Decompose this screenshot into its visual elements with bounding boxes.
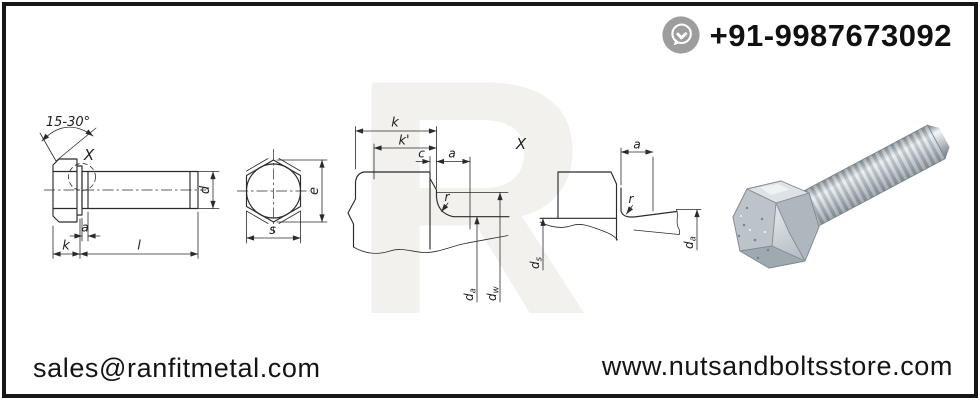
dim-dw-label: dw [485,286,502,301]
dim-c-label: c [418,147,425,161]
dim-da-label: da [682,236,699,249]
head-marking-dots [737,206,770,260]
dim-l-label: l [137,239,141,254]
dim-a-label: a [633,138,640,152]
website-text: www.nutsandboltsstore.com [601,351,953,381]
detail-x-marker: X [83,146,95,164]
dim-angle-label: 15-30° [46,115,90,130]
dim-ds-label: ds [528,256,545,269]
side-view-drawing: 15-30° X d a k l [39,115,220,259]
bolt-photo [732,124,950,269]
dim-k-label: k [391,116,399,131]
email-text: sales@ranfitmetal.com [33,353,321,383]
dim-e-label: e [307,187,322,195]
dim-d-label: d [198,185,213,194]
dim-k-prime-label: k' [398,134,409,149]
dim-a-label: a [448,147,455,161]
dim-r-label: r [445,190,451,204]
dim-da-label: da [462,288,479,301]
phone-number: +91-9987673092 [709,17,952,53]
dim-r-label: r [629,192,635,206]
detail-washer-face-drawing: k k' c a r da dw X [347,116,527,303]
detail-x-marker-2: X [515,135,527,153]
whatsapp-contact: +91-9987673092 [661,15,952,55]
end-view-drawing: e s [237,149,328,244]
whatsapp-icon [662,16,700,54]
dim-a-label: a [81,221,88,235]
dim-k-label: k [62,239,70,254]
detail-plain-drawing: a r da ds [528,138,702,271]
dim-s-label: s [269,223,276,238]
